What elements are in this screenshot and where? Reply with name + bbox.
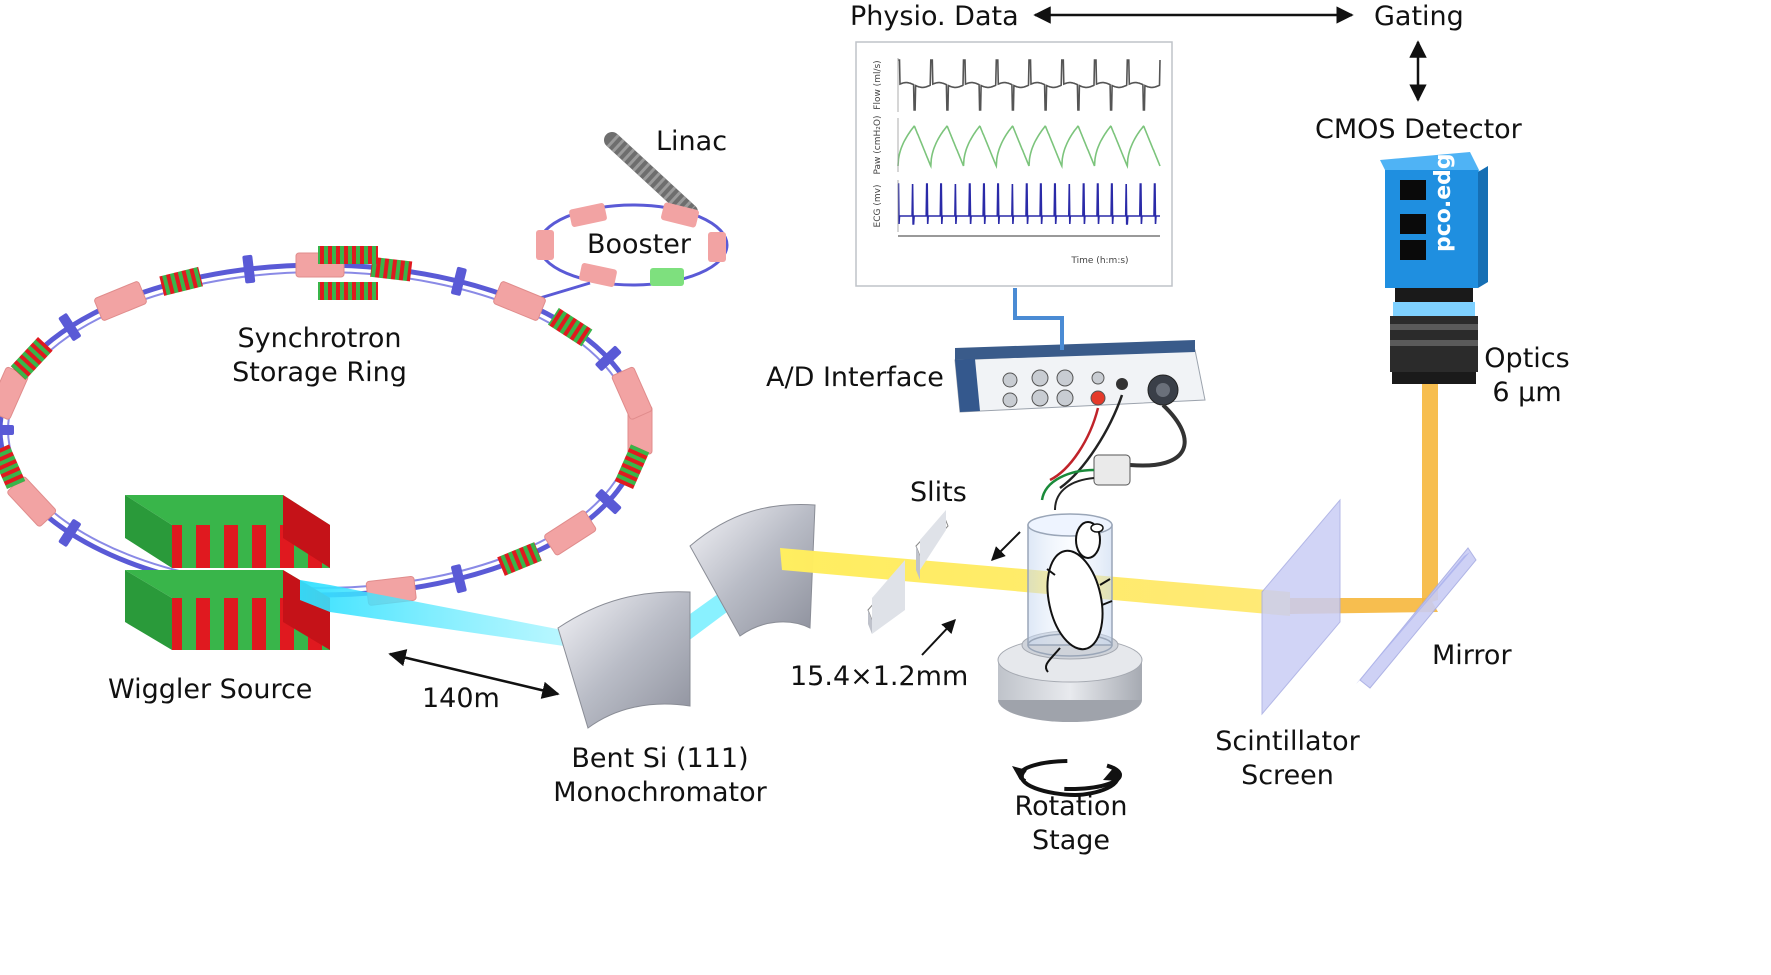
undulator-magnet [614,444,650,490]
mirror-label: Mirror [1432,640,1512,671]
booster-label: Booster [587,229,691,260]
ad-interface-box [954,340,1206,413]
wiggler-source-label: Wiggler Source [108,674,313,705]
rotation-arrow-icon [1012,759,1122,797]
mouse-icon [1044,521,1113,673]
undulator-magnet [370,256,413,282]
undulator-magnet [497,542,542,576]
mirror [1359,547,1477,689]
quadrupole-magnet [451,564,467,594]
undulator-magnet [0,444,26,490]
plot-x-axis-label: Time (h:m:s) [1070,256,1128,266]
optics-label-line1: Optics [1484,343,1570,374]
monochromator-label-line1: Bent Si (111) [571,743,749,774]
booster-ring [536,202,729,287]
storage-ring-label-line1: Synchrotron [237,323,402,354]
slit-gap-arrow-lower [921,618,956,656]
slits-label: Slits [910,477,967,508]
cmos-detector-label: CMOS Detector [1315,114,1522,145]
cmos-camera: pco.edge [1380,138,1488,384]
distance-label: 140m [422,683,500,714]
quadrupole-magnet [242,254,256,284]
physio-data-label: Physio. Data [850,1,1019,32]
undulator-magnet [10,336,53,380]
ad-cables [1040,394,1187,511]
undulator-magnet [547,307,593,347]
optics-label-line2: 6 µm [1492,376,1562,408]
plot-y-axis-label: Paw (cmH₂O) [873,116,883,175]
plot-trace [897,125,1161,169]
storage-ring-label-line2: Storage Ring [232,356,407,388]
scintillator-label-line1: Scintillator [1215,726,1360,757]
booster-transfer-line [539,281,591,300]
wiggler-magnet [125,495,330,650]
quadrupole-magnet [451,266,467,296]
ad-interface-label: A/D Interface [766,362,944,393]
quadrupole-magnet [0,425,14,435]
monochromator-label-line2: Monochromator [553,776,767,808]
optics-label: Optics 6 µm [1482,342,1572,410]
quadrupole-magnet [595,489,622,514]
slit-gap-arrow-upper [991,531,1021,561]
visible-light-beam-vertical [1422,384,1438,605]
dipole-magnet [611,366,653,420]
rotation-stage-label: Rotation Stage [1005,790,1137,858]
distance-arrow [388,649,560,699]
plot-y-axis-label: ECG (mv) [873,185,883,228]
mirror-face [1356,552,1470,684]
scintillator-label-line2: Screen [1241,759,1334,791]
plot-y-axis-label: Flow (ml/s) [873,60,883,109]
plot-trace [898,59,1161,111]
quadrupole-magnet [595,346,622,371]
linac [604,132,698,220]
scintillator-label: Scintillator Screen [1210,725,1365,793]
central-insertion-device [318,246,378,300]
monitor-link-line [1013,288,1064,350]
physio-monitor-plot: Time (h:m:s) Flow (ml/s) Paw (cmH₂O) ECG (… [855,41,1173,287]
monochromator-label: Bent Si (111) Monochromator [550,742,770,810]
rotation-stage-label-line1: Rotation [1014,791,1128,822]
slits [867,510,949,634]
gating-label: Gating [1374,1,1464,32]
rotation-stage-label-line2: Stage [1031,824,1111,856]
scintillator-screen [1261,498,1341,716]
dipole-magnet [544,510,597,556]
dipole-magnet [94,281,147,321]
quadrupole-magnet [58,519,81,547]
plot-trace [897,183,1160,225]
slit-size-label: 15.4×1.2mm [790,661,969,692]
dipole-magnet [493,281,546,321]
quadrupole-magnet [58,313,81,341]
undulator-magnet [159,266,203,296]
monochromator-crystals [557,504,816,729]
storage-ring-label: Synchrotron Storage Ring [232,322,407,390]
linac-label: Linac [656,126,728,157]
camera-brand-text: pco.edge [1431,138,1456,252]
